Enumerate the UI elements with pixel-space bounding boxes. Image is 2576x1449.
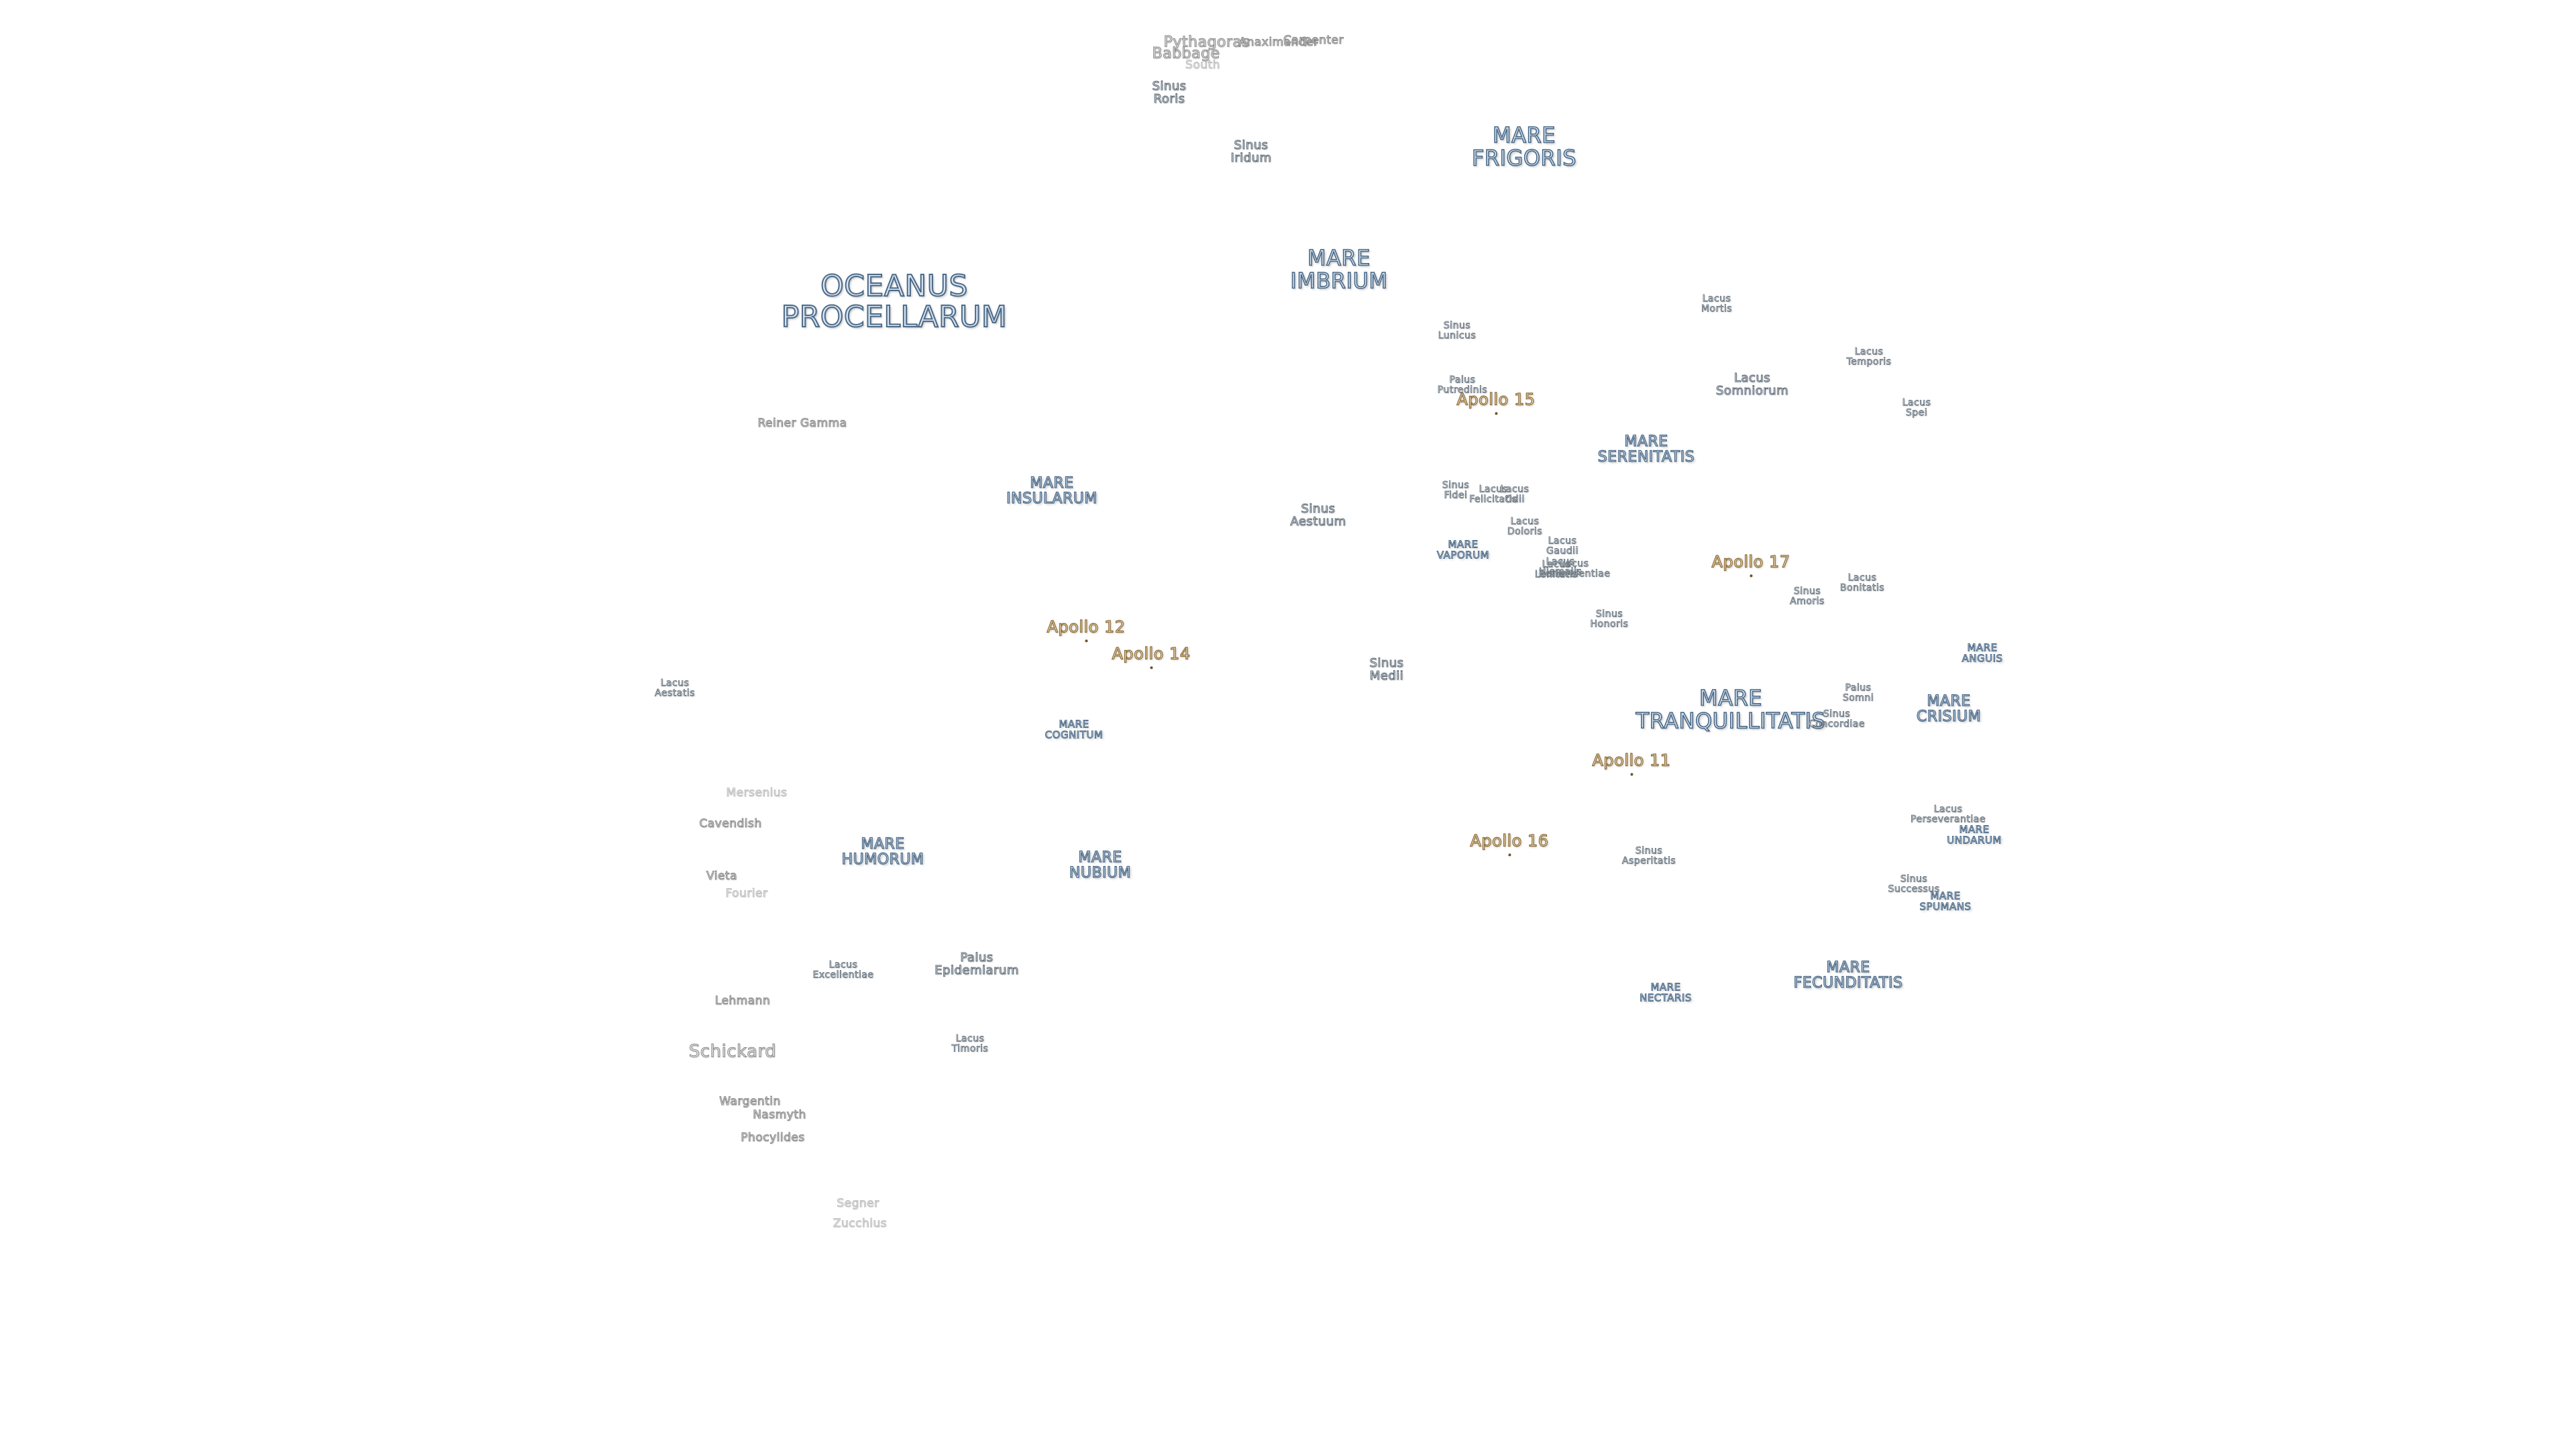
label-mare-spumans: MARE SPUMANS [1919,890,1972,912]
label-lacus-timoris: Lacus Timoris [951,1033,989,1054]
label-lacus-lenitatis: Lacus Lenitatis [1534,559,1578,580]
label-lacus-temporis: Lacus Temporis [1846,346,1892,367]
label-palus-somni: Palus Somni [1842,682,1874,703]
label-sinus-lunicus: Sinus Lunicus [1438,320,1477,341]
label-mare-vaporum: MARE VAPORUM [1436,538,1490,561]
label-oceanus-procellarum: OCEANUS PROCELLARUM [781,268,1008,334]
label-zucchius: Zucchius [833,1217,888,1231]
label-apollo-14: Apollo 14 [1112,644,1191,669]
label-apollo-11: Apollo 11 [1592,751,1671,776]
label-apollo-15: Apollo 15 [1456,390,1536,415]
label-cavendish: Cavendish [699,817,762,831]
label-mare-humorum: MARE HUMORUM [841,835,924,868]
label-sinus-aestuum: Sinus Aestuum [1290,502,1346,529]
label-mare-cognitum: MARE COGNITUM [1044,718,1104,741]
label-lacus-mortis: Lacus Mortis [1701,293,1733,314]
label-mare-fecunditatis: MARE FECUNDITATIS [1793,959,1903,991]
label-pythagoras: Pythagoras [1163,34,1250,51]
label-schickard: Schickard [688,1041,777,1062]
label-fourier: Fourier [725,887,768,901]
label-lehmann: Lehmann [714,994,771,1008]
label-anaximander: Anaximander [1238,36,1319,50]
label-palus-epidemiarum: Palus Epidemiarum [934,951,1019,977]
label-sinus-iridum: Sinus Iridum [1230,138,1272,165]
label-apollo-16: Apollo 16 [1470,831,1549,857]
label-nasmyth: Nasmyth [753,1108,806,1122]
label-lacus-somniorum: Lacus Somniorum [1715,371,1789,398]
label-reiner-gamma: Reiner Gamma [757,417,847,431]
label-apollo-12: Apollo 12 [1046,617,1126,643]
label-lacus-benevolentiae: Lacus Benevolentiae [1538,558,1611,579]
label-mare-crisium: MARE CRISIUM [1916,692,1982,725]
label-lacus-aestatis: Lacus Aestatis [655,678,695,698]
label-mare-undarum: MARE UNDARUM [1947,823,2002,846]
label-mare-nubium: MARE NUBIUM [1069,849,1132,881]
label-sinus-concordiae: Sinus Concordiae [1809,708,1865,729]
label-lacus-excellentiae: Lacus Excellentiae [812,959,874,980]
label-carpenter: Carpenter [1283,34,1344,48]
label-lacus-hiemalis: Lacus Hiemalis [1538,556,1582,577]
label-sinus-medii: Sinus Medii [1369,656,1404,683]
label-mare-imbrium: MARE IMBRIUM [1290,245,1388,293]
label-mare-serenitatis: MARE SERENITATIS [1597,433,1695,466]
label-segner: Segner [837,1197,879,1211]
label-lacus-perseverantiae: Lacus Perseverantiae [1911,804,1986,824]
label-sinus-roris: Sinus Roris [1152,79,1187,106]
label-wargentin: Wargentin [719,1095,781,1109]
label-mare-nectaris: MARE NECTARIS [1640,981,1692,1004]
label-lacus-odii: Lacus Odii [1500,484,1529,504]
label-sinus-asperitatis: Sinus Asperitatis [1621,845,1676,866]
label-sinus-honoris: Sinus Honoris [1590,608,1629,629]
label-sinus-fidei: Sinus Fidei [1442,480,1470,500]
label-apollo-17: Apollo 17 [1711,552,1790,578]
label-babbage: Babbage [1152,45,1220,62]
label-lacus-doloris: Lacus Doloris [1507,516,1543,537]
label-mersenius: Mersenius [726,786,788,800]
label-mare-insularum: MARE INSULARUM [1006,474,1097,507]
label-mare-anguis: MARE ANGUIS [1962,641,2003,664]
label-mare-tranquillitatis: MARE TRANQUILLITATIS [1635,685,1826,733]
label-phocylides: Phocylides [741,1131,805,1145]
label-vieta: Vieta [706,869,738,883]
label-lacus-gaudii: Lacus Gaudii [1546,535,1578,556]
label-south: South [1185,58,1220,72]
label-sinus-successus: Sinus Successus [1888,873,1940,894]
label-lacus-bonitatis: Lacus Bonitatis [1839,572,1885,593]
label-palus-putredinis: Palus Putredinis [1437,374,1488,395]
label-mare-frigoris: MARE FRIGORIS [1471,122,1577,170]
label-lacus-spei: Lacus Spei [1902,397,1931,418]
label-sinus-amoris: Sinus Amoris [1790,586,1825,606]
label-lacus-felicitatis: Lacus Felicitatis [1469,484,1517,504]
